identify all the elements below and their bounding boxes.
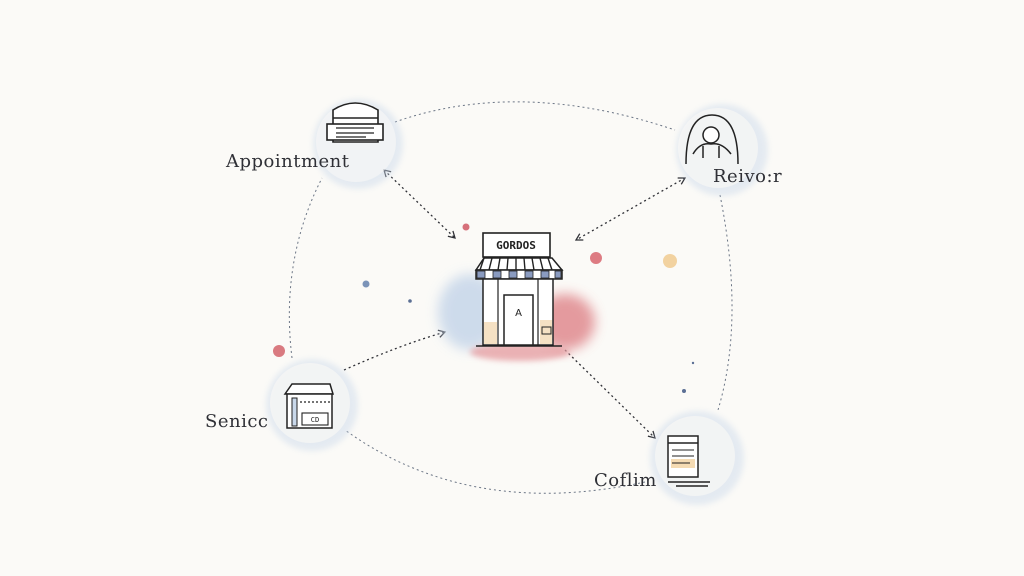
ring-review-confirm — [717, 194, 733, 411]
arrow-service-center — [343, 329, 447, 371]
connector-arrows — [343, 169, 687, 439]
ring-appointment-review — [394, 101, 676, 131]
node-confirm: Coflim — [594, 411, 744, 505]
storefront-icon: GORDOS — [474, 232, 564, 347]
dot-blue — [362, 280, 370, 288]
outer-ring — [288, 101, 733, 494]
arrow-appointment-center — [383, 169, 456, 239]
node-appointment: Appointment — [225, 99, 403, 189]
center-store: GORDOS — [438, 232, 595, 361]
door-mark: A — [515, 308, 522, 319]
dot-tiny — [691, 361, 695, 365]
person-icon — [685, 114, 739, 165]
node-label-confirm: Coflim — [594, 470, 657, 491]
watercolor-floor-splash — [470, 343, 570, 361]
dot-blue-right — [682, 389, 686, 393]
node-label-appointment: Appointment — [225, 151, 350, 172]
node-label-service: Senicc — [205, 411, 269, 432]
dot-blue-tiny — [408, 299, 412, 303]
arrow-review-center — [574, 177, 687, 241]
calendar-icon — [326, 102, 384, 143]
arrow-center-confirm — [564, 349, 656, 439]
node-label-review: Reivo:r — [713, 166, 782, 187]
shop-icon: CD — [283, 383, 335, 429]
dot-yellow — [663, 254, 677, 268]
decorative-dots — [273, 223, 695, 393]
node-review: Reivo:r — [676, 104, 782, 196]
ring-service-appointment — [288, 177, 323, 359]
node-service: CD Senicc — [205, 359, 358, 451]
document-icon — [667, 435, 710, 487]
ring-confirm-service — [344, 429, 646, 494]
store-sign-text: GORDOS — [496, 239, 536, 252]
dot-red-left — [273, 345, 285, 357]
dot-red-small — [462, 223, 470, 231]
shop-icon-text: CD — [311, 416, 319, 424]
dot-red — [590, 252, 602, 264]
